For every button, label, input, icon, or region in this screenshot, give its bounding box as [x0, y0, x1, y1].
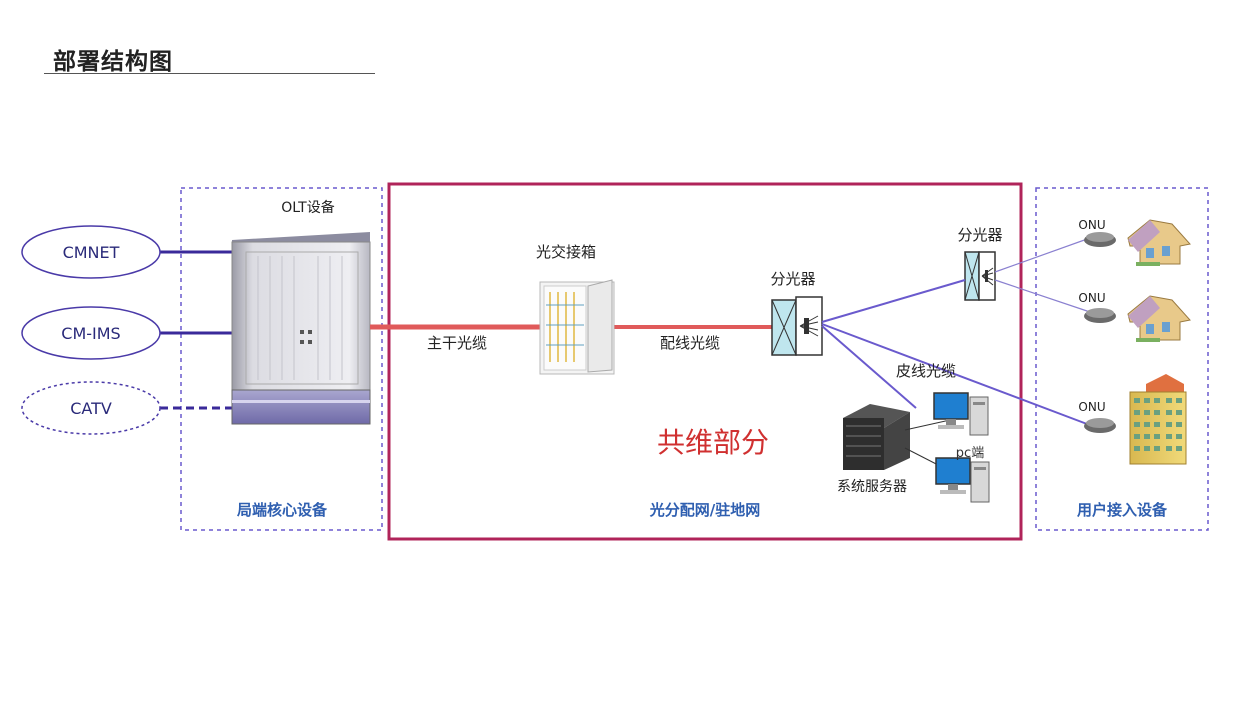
source-label: CATV: [70, 399, 112, 418]
drop-cable-label: 皮线光缆: [896, 362, 956, 380]
server-pc-link: [904, 419, 951, 431]
onu-label: ONU: [1078, 218, 1105, 232]
onu-icon: [1084, 418, 1116, 433]
splitter-2-label: 分光器: [957, 226, 1002, 244]
odn-region-caption: 光分配网/驻地网: [649, 501, 760, 519]
olt-device-label: OLT设备: [281, 199, 334, 216]
splitter-1-label: 分光器: [770, 270, 815, 288]
drop-lines: [821, 279, 1088, 425]
house-icon: [1127, 219, 1191, 266]
pc-icon: [933, 392, 989, 436]
onu-label: ONU: [1078, 291, 1105, 305]
shared-maintenance-label: 共维部分: [657, 426, 769, 459]
pc-icon: [935, 457, 990, 503]
core-region-box: [180, 187, 383, 531]
core-region-caption: 局端核心设备: [236, 501, 328, 519]
pc-label: pc端: [956, 446, 984, 461]
cross-connect-box-icon: [539, 279, 615, 375]
server-icon: [843, 404, 910, 470]
user-drop-lines: [994, 237, 1091, 313]
cross-box-label: 光交接箱: [536, 243, 596, 261]
olt-device-icon: [231, 232, 371, 425]
page-title: 部署结构图: [53, 49, 173, 75]
user-region-box: [1035, 187, 1209, 531]
title-underline: [44, 73, 375, 74]
onu-icon: [1084, 232, 1116, 247]
onu-label: ONU: [1078, 400, 1105, 414]
distribution-cable-label: 配线光缆: [660, 334, 720, 352]
source-label: CMNET: [63, 243, 120, 262]
trunk-cable-label: 主干光缆: [427, 334, 487, 352]
odn-region-box: [387, 182, 1023, 541]
splitter-2-icon: [964, 251, 996, 301]
user-region-caption: 用户接入设备: [1077, 501, 1168, 519]
source-catv: CATV: [21, 381, 232, 435]
house-icon: [1127, 295, 1191, 342]
source-cm-ims: CM-IMS: [21, 306, 232, 360]
source-label: CM-IMS: [61, 324, 120, 343]
source-cmnet: CMNET: [21, 225, 232, 279]
building-icon: [1129, 374, 1187, 465]
server-label: 系统服务器: [837, 479, 907, 495]
splitter-1-icon: [771, 296, 823, 356]
onu-icon: [1084, 308, 1116, 323]
